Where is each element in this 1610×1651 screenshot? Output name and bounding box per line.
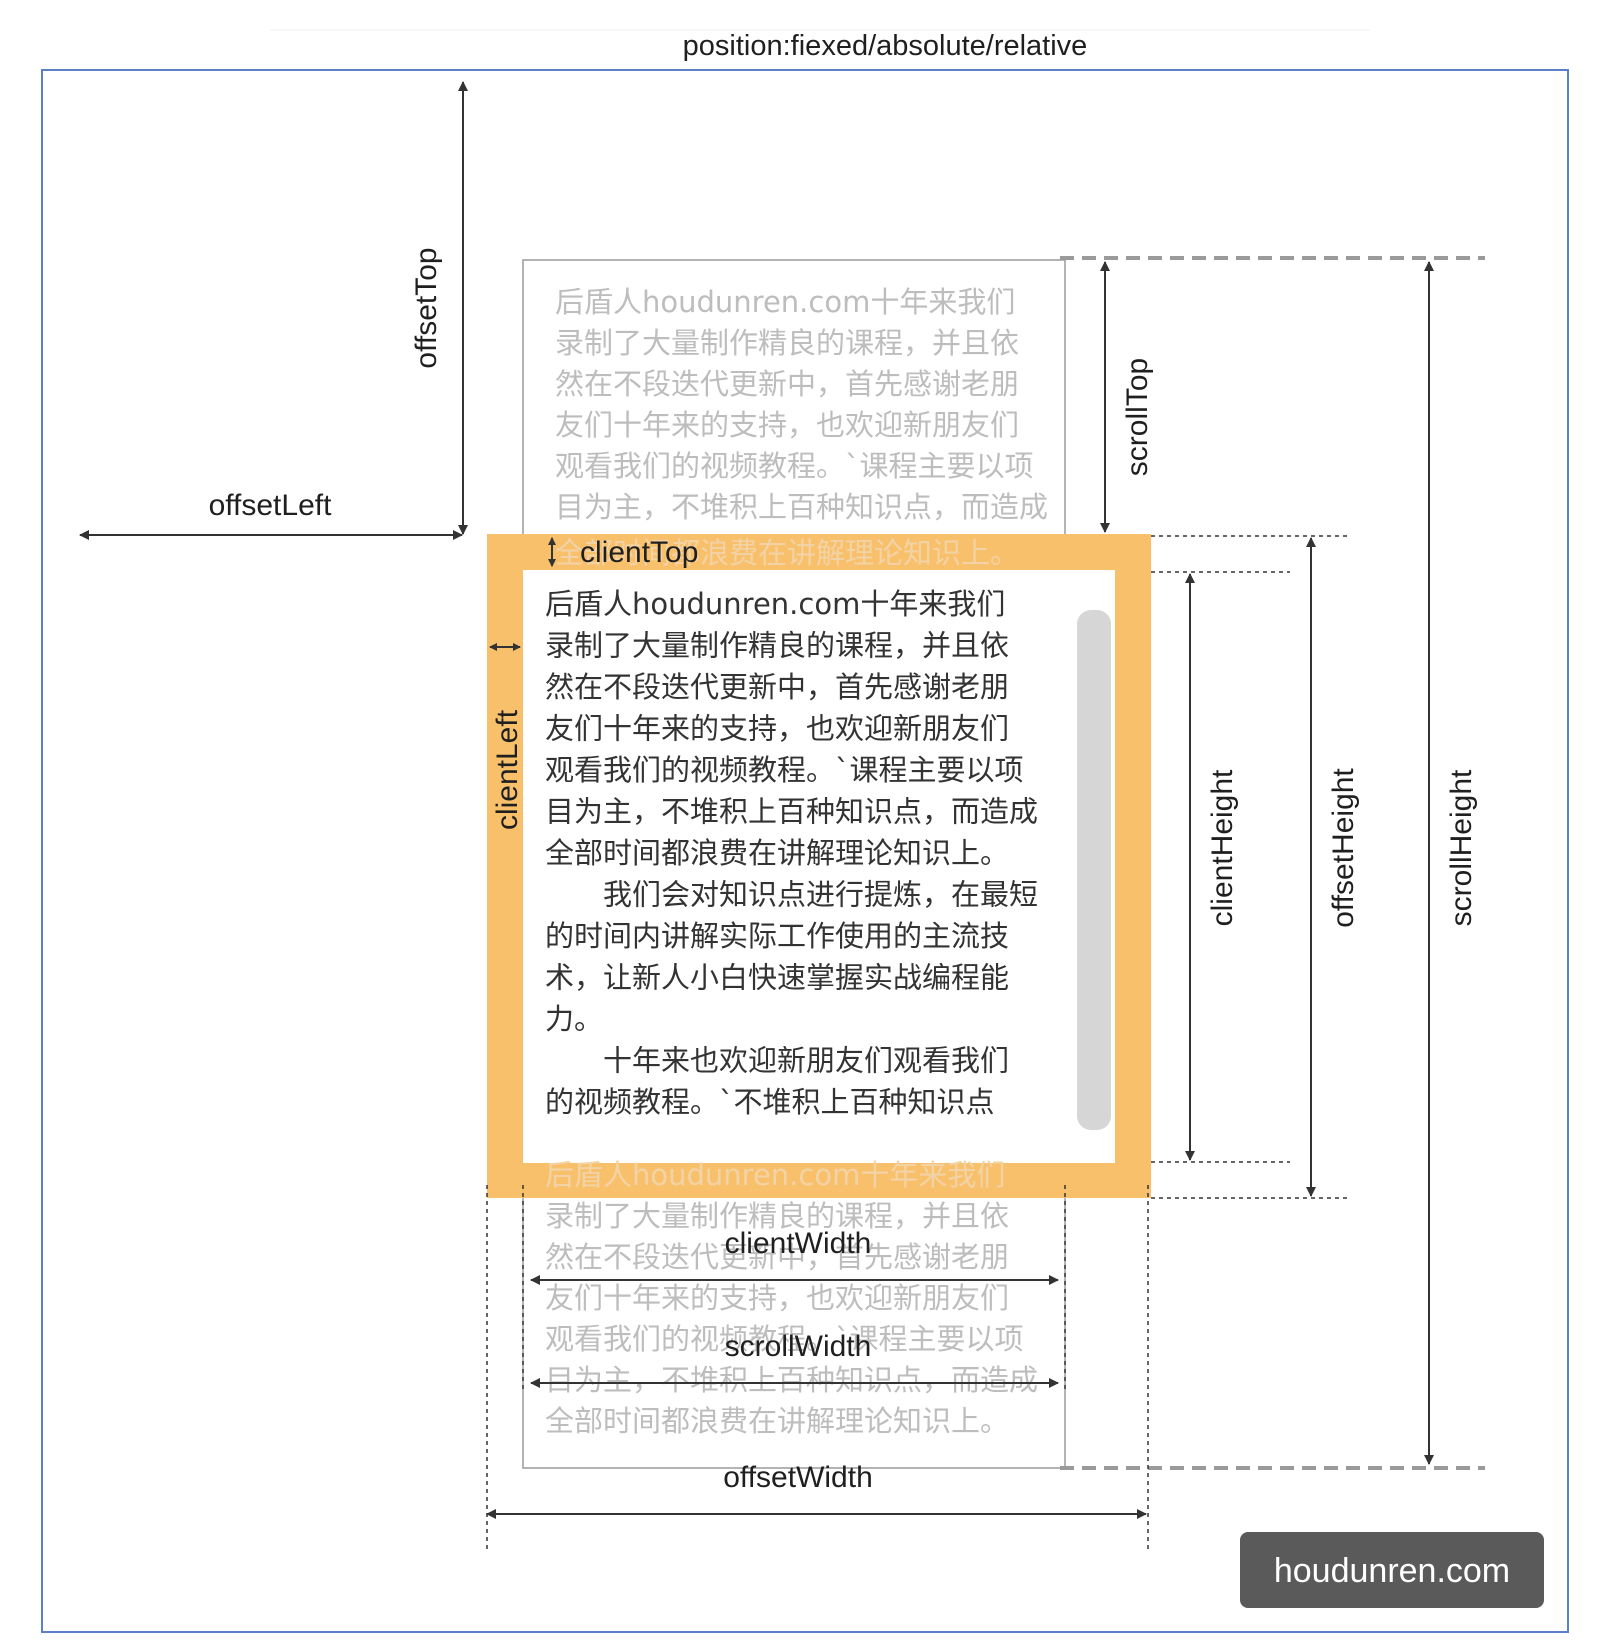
overflow-bottom-line: 录制了大量制作精良的课程，并且依 (545, 1199, 1009, 1233)
positioned-ancestor-frame (41, 69, 1569, 1633)
content-line: 目为主，不堆积上百种知识点，而造成 (545, 795, 1038, 829)
brand-badge (1240, 1532, 1544, 1608)
content-line: 术，让新人小白快速掌握实战编程能 (545, 961, 1009, 995)
offset-left-label: offsetLeft (209, 489, 333, 522)
client-left-label: clientLeft (491, 709, 524, 830)
overflow-text-top: 后盾人houdunren.com十年来我们录制了大量制作精良的课程，并且依然在不… (555, 285, 1048, 524)
overflow-top-line: 录制了大量制作精良的课程，并且依 (555, 326, 1019, 360)
overflow-bottom-line: 友们十年来的支持，也欢迎新朋友们 (545, 1281, 1009, 1315)
content-line: 然在不段迭代更新中，首先感谢老朋 (545, 670, 1009, 704)
overflow-bottom-line: 观看我们的视频教程。`课程主要以项 (545, 1322, 1024, 1356)
overflow-top-line: 观看我们的视频教程。`课程主要以项 (555, 449, 1034, 483)
client-height-label: clientHeight (1206, 769, 1239, 926)
offset-height-label: offsetHeight (1327, 768, 1360, 928)
overflow-bottom-line: 目为主，不堆积上百种知识点，而造成 (545, 1363, 1038, 1397)
content-line: 全部时间都浪费在讲解理论知识上。 (545, 836, 1009, 870)
client-width-label: clientWidth (725, 1227, 872, 1260)
content-line: 的视频教程。`不堆积上百种知识点 (545, 1085, 995, 1119)
client-area (523, 570, 1115, 1163)
content-line: 录制了大量制作精良的课程，并且依 (545, 629, 1009, 663)
content-line: 的时间内讲解实际工作使用的主流技 (545, 919, 1009, 953)
overflow-bottom-line: 后盾人houdunren.com十年来我们 (545, 1158, 1005, 1192)
overflow-bottom-line: 然在不段迭代更新中，首先感谢老朋 (545, 1240, 1009, 1274)
overflow-top-line: 目为主，不堆积上百种知识点，而造成 (555, 490, 1048, 524)
overflow-text-bottom: 后盾人houdunren.com十年来我们录制了大量制作精良的课程，并且依然在不… (545, 1158, 1038, 1438)
scroll-height-label: scrollHeight (1445, 769, 1478, 926)
content-line: 十年来也欢迎新朋友们观看我们 (545, 1044, 1009, 1078)
scroll-width-label: scrollWidth (725, 1330, 872, 1363)
content-line: 友们十年来的支持，也欢迎新朋友们 (545, 712, 1009, 746)
content-line: 我们会对知识点进行提炼，在最短 (545, 878, 1038, 912)
content-line: 后盾人houdunren.com十年来我们 (545, 587, 1005, 621)
offset-top-label: offsetTop (410, 247, 443, 368)
content-line: 观看我们的视频教程。`课程主要以项 (545, 753, 1024, 787)
scroll-top-label: scrollTop (1121, 358, 1154, 476)
visible-content-text: 后盾人houdunren.com十年来我们录制了大量制作精良的课程，并且依然在不… (545, 587, 1038, 1119)
overflow-bottom-line: 全部时间都浪费在讲解理论知识上。 (545, 1404, 1009, 1438)
overflow-top-line: 后盾人houdunren.com十年来我们 (555, 285, 1015, 319)
content-line: 力。 (545, 1002, 603, 1036)
offset-width-label: offsetWidth (723, 1461, 873, 1494)
brand-text: houdunren.com (1274, 1552, 1510, 1590)
diagram-title: position:fiexed/absolute/relative (683, 30, 1088, 62)
overflow-top-line: 然在不段迭代更新中，首先感谢老朋 (555, 367, 1019, 401)
overflow-text-border-top: 全部时间都浪费在讲解理论知识上。 (555, 536, 1019, 570)
scrollbar-thumb[interactable] (1077, 610, 1111, 1130)
overflow-top-line: 友们十年来的支持，也欢迎新朋友们 (555, 408, 1019, 442)
client-top-label: clientTop (580, 536, 698, 569)
